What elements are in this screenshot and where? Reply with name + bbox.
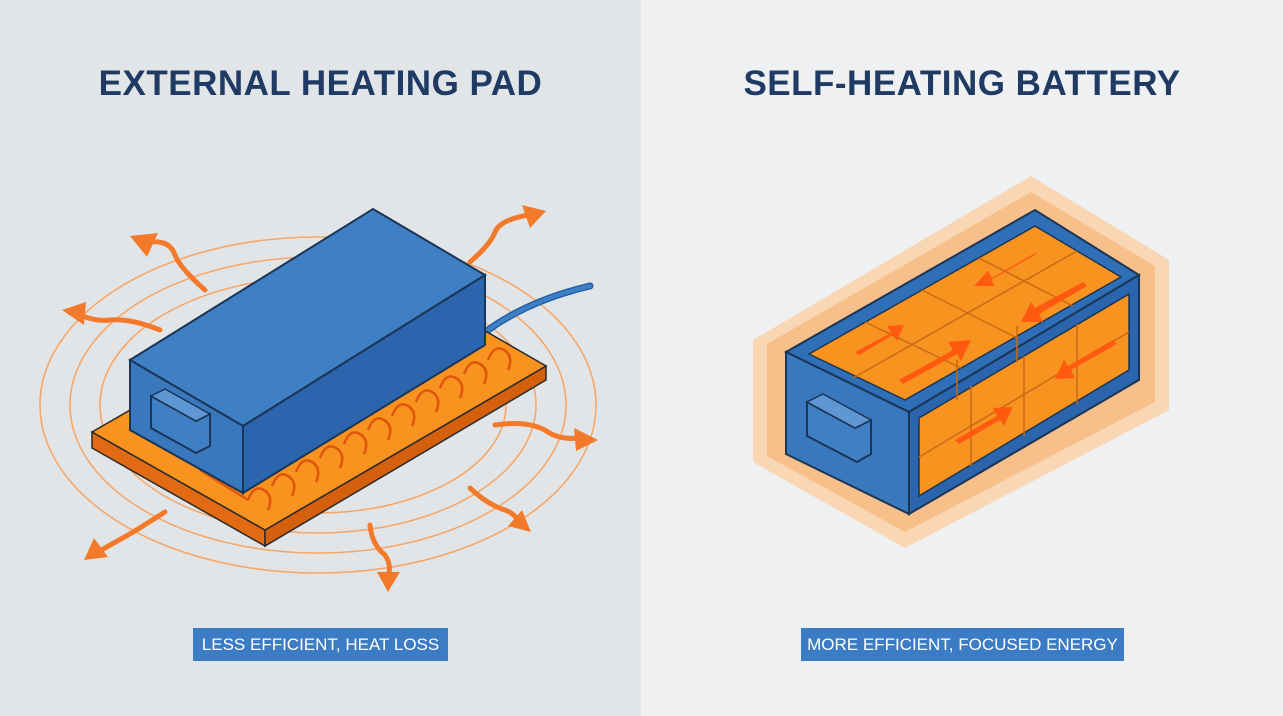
power-cable (484, 282, 594, 334)
self-heating-battery-panel: SELF-HEATING BATTERY (641, 0, 1283, 716)
left-panel-title: EXTERNAL HEATING PAD (98, 64, 543, 103)
left-panel-caption: LESS EFFICIENT, HEAT LOSS (193, 628, 448, 661)
external-heating-pad-illustration (39, 205, 598, 592)
self-heating-battery-illustration (753, 176, 1169, 548)
external-heating-pad-panel: EXTERNAL HEATING PAD (0, 0, 641, 716)
internal-heat-arrows (855, 252, 1117, 444)
arrow-heads (62, 205, 598, 592)
right-panel-caption: MORE EFFICIENT, FOCUSED ENERGY (801, 628, 1124, 661)
right-panel-title: SELF-HEATING BATTERY (743, 64, 1181, 103)
battery-box (128, 207, 487, 495)
battery-cell-block (783, 208, 1141, 516)
